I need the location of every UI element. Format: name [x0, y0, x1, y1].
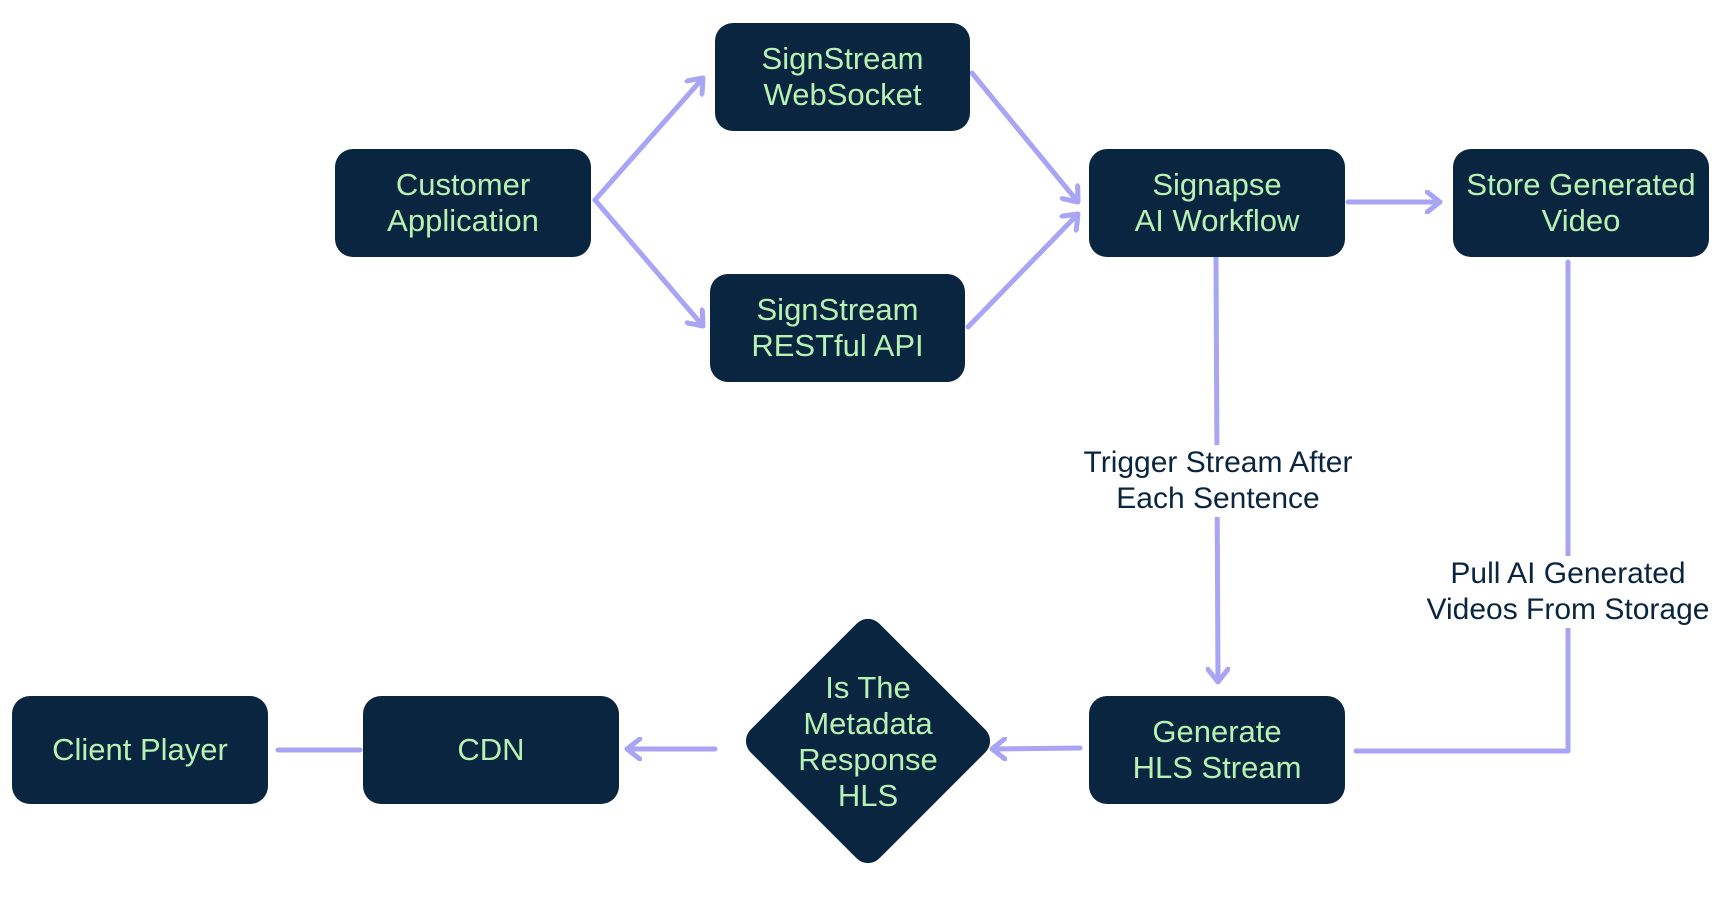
- signapse-ai-workflow-label: Signapse AI Workflow: [1134, 167, 1300, 238]
- signstream-websocket-node: SignStream WebSocket: [715, 23, 970, 131]
- decision-label: Is The Metadata Response HLS: [798, 670, 938, 813]
- store-generated-video-node: Store Generated Video: [1453, 149, 1709, 257]
- edge-restful-to-workflow: [965, 211, 1081, 330]
- store-generated-video-label: Store Generated Video: [1466, 167, 1696, 238]
- pull-ai-videos-label: Pull AI Generated Videos From Storage: [1420, 556, 1716, 628]
- client-player-label: Client Player: [52, 732, 228, 767]
- edge-hls-to-decision: [989, 748, 1083, 749]
- customer-application-node: Customer Application: [335, 149, 591, 257]
- signapse-ai-workflow-node: Signapse AI Workflow: [1089, 149, 1345, 257]
- edge-store-to-hls: [1353, 259, 1571, 754]
- cdn-node: CDN: [363, 696, 619, 804]
- trigger-stream-label: Trigger Stream After Each Sentence: [1060, 445, 1376, 517]
- signstream-restful-api-label: SignStream RESTful API: [751, 292, 924, 363]
- client-player-node: Client Player: [12, 696, 268, 804]
- customer-application-label: Customer Application: [387, 167, 539, 238]
- signstream-websocket-label: SignStream WebSocket: [761, 41, 924, 112]
- generate-hls-stream-label: Generate HLS Stream: [1132, 714, 1302, 785]
- edge-customer-to-restful: [592, 197, 706, 329]
- signstream-restful-api-node: SignStream RESTful API: [710, 274, 965, 382]
- generate-hls-stream-node: Generate HLS Stream: [1089, 696, 1345, 804]
- cdn-label: CDN: [457, 732, 525, 767]
- edge-websocket-to-workflow: [969, 70, 1081, 205]
- edge-customer-to-websocket: [592, 75, 706, 203]
